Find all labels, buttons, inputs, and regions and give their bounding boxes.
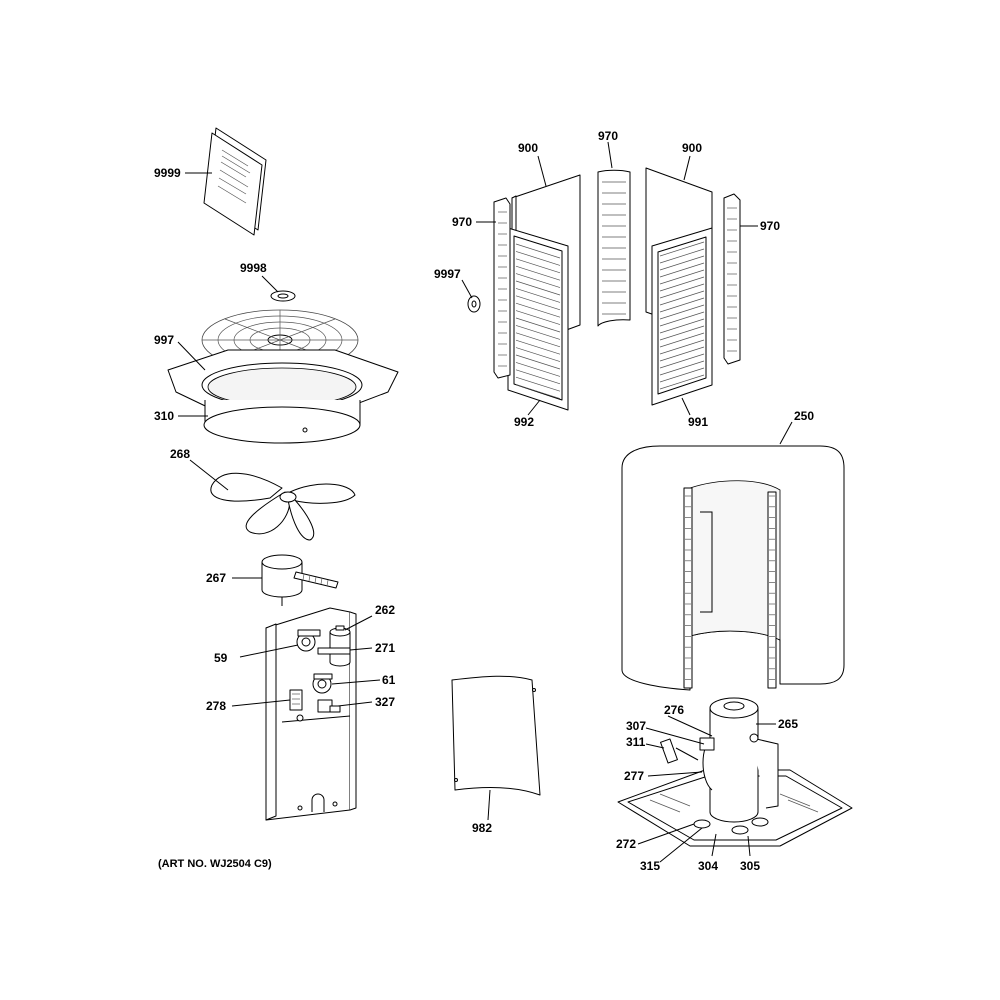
callout-9999: 9999 (154, 166, 181, 180)
callout-970-top: 970 (598, 129, 618, 143)
part-relay (317, 699, 341, 713)
art-number-note: (ART NO. WJ2504 C9) (158, 858, 272, 870)
part-fan-blade (210, 472, 356, 541)
part-manual (203, 127, 267, 236)
part-corner-guard-970-left (493, 197, 511, 379)
part-grille-991 (651, 227, 713, 406)
callout-311: 311 (626, 735, 646, 749)
callout-265: 265 (778, 717, 798, 731)
part-fan-motor (261, 554, 339, 606)
callout-304: 304 (698, 859, 718, 873)
callout-250: 250 (794, 409, 814, 423)
callout-991: 991 (688, 415, 708, 429)
part-compressor (693, 697, 779, 835)
callout-59: 59 (214, 651, 228, 665)
callout-310: 310 (154, 409, 174, 423)
callout-272: 272 (616, 837, 636, 851)
callout-315: 315 (640, 859, 660, 873)
part-top-cover (167, 349, 399, 415)
callout-900-left: 900 (518, 141, 538, 155)
callout-267: 267 (206, 571, 226, 585)
part-venturi-ring (203, 400, 361, 444)
callout-997: 997 (154, 333, 174, 347)
part-fan-nut (270, 290, 296, 302)
part-corner-guard-970-center (597, 169, 631, 327)
part-corner-guard-970-right (723, 193, 741, 365)
part-grille-992 (507, 227, 569, 411)
callout-278: 278 (206, 699, 226, 713)
callout-277: 277 (624, 769, 644, 783)
callout-262: 262 (375, 603, 395, 617)
callout-61: 61 (382, 673, 396, 687)
part-terminal-block (289, 689, 304, 722)
callout-900-right: 900 (682, 141, 702, 155)
part-fastener-9997 (467, 295, 481, 313)
part-curved-panel-982 (451, 675, 541, 796)
part-switch-59 (296, 629, 321, 652)
part-sensor-311 (660, 738, 699, 764)
callout-970-right: 970 (760, 219, 780, 233)
callout-982: 982 (472, 821, 492, 835)
part-condenser-coil (621, 445, 845, 691)
part-contactor (312, 673, 333, 694)
callout-970-left: 970 (452, 215, 472, 229)
part-control-panel (265, 607, 357, 821)
callout-9997: 9997 (434, 267, 461, 281)
callout-276: 276 (664, 703, 684, 717)
callout-305: 305 (740, 859, 760, 873)
callout-307: 307 (626, 719, 646, 733)
callout-327: 327 (375, 695, 395, 709)
callout-9998: 9998 (240, 261, 267, 275)
callout-268: 268 (170, 447, 190, 461)
callout-992: 992 (514, 415, 534, 429)
callout-271: 271 (375, 641, 395, 655)
